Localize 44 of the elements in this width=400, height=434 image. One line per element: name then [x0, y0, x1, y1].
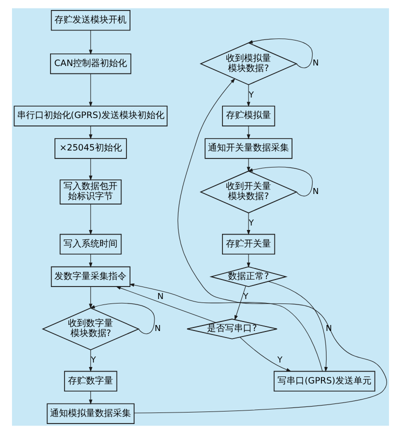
arrow — [88, 350, 92, 372]
edge-label: Y — [276, 354, 282, 365]
node-box: 写串口(GPRS)发送单元 — [273, 370, 375, 392]
node-diamond: 数据正常? — [209, 266, 288, 288]
edge-label: N — [156, 291, 164, 302]
node-diamond: 收到数字量模块数据? — [41, 308, 140, 350]
node-box: CAN控制器初始化 — [50, 53, 131, 74]
arrow — [246, 84, 250, 107]
node-diamond: 是否写串口? — [186, 318, 277, 340]
node-box: ×25045初始化 — [54, 138, 126, 159]
arrow — [246, 158, 250, 172]
node-box: 发数字量采集指令 — [50, 266, 130, 287]
arrow — [115, 286, 216, 323]
arrow — [246, 126, 250, 140]
edge-label: N — [312, 186, 318, 196]
node-box: 串行口初始化(GPRS)发送模块初始化 — [13, 106, 168, 126]
edge-label: N — [312, 58, 318, 68]
node-box: 存贮数字量 — [64, 370, 117, 392]
arrow — [246, 212, 250, 236]
arrow — [246, 254, 250, 268]
node-box: 通知开关量数据采集 — [204, 138, 292, 159]
arrow — [89, 302, 154, 334]
edge-label: N — [154, 322, 160, 333]
arrow — [88, 73, 92, 107]
arrow — [88, 158, 92, 181]
arrow — [88, 286, 92, 309]
edge-label: Y — [90, 354, 96, 365]
arrow — [247, 166, 312, 196]
edge-label: Y — [242, 291, 248, 302]
arrow — [88, 204, 92, 235]
node-box: 存贮开关量 — [222, 234, 275, 255]
node-box: 通知模拟量数据采集 — [46, 403, 134, 424]
arrow — [128, 283, 322, 372]
node-diamond: 收到开关量模块数据? — [199, 170, 297, 214]
arrow — [268, 281, 328, 372]
node-box: 存贮模拟量 — [222, 106, 275, 126]
arrow — [234, 286, 246, 320]
arrow — [133, 78, 386, 414]
arrow — [239, 336, 291, 372]
node-box: 存贮发送模块开机 — [50, 10, 130, 31]
node-box: 写入系统时间 — [59, 234, 122, 255]
node-box: 写入数据包开始标识字节 — [59, 179, 122, 204]
arrow — [247, 38, 312, 68]
arrow — [88, 30, 92, 55]
